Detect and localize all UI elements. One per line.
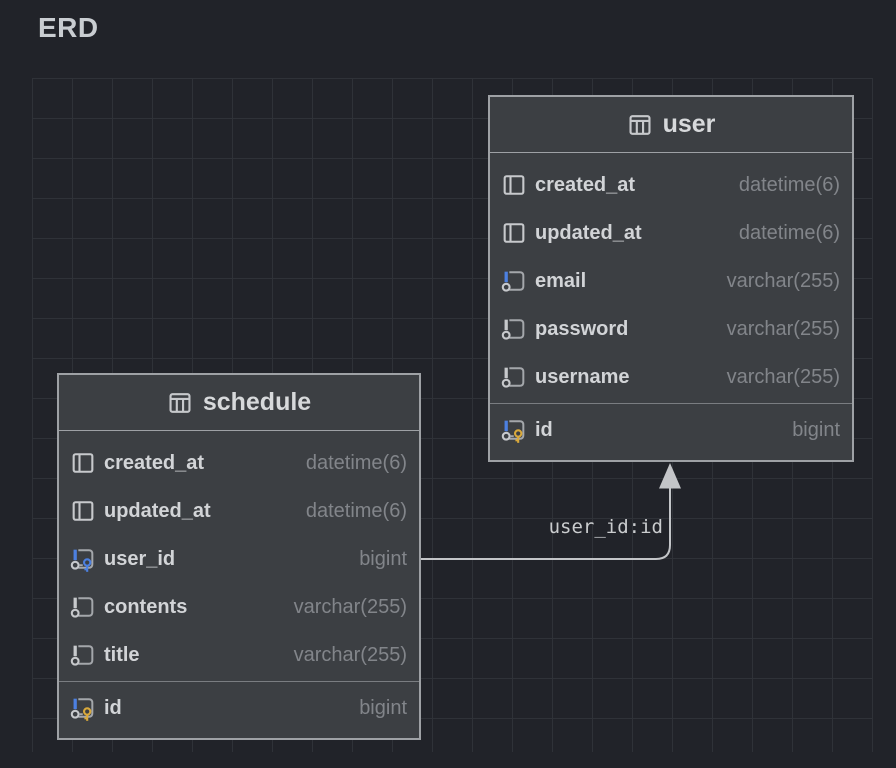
table-row[interactable]: user_id bigint <box>59 535 419 583</box>
table-row[interactable]: created_at datetime(6) <box>490 161 852 209</box>
column-name: updated_at <box>535 221 642 244</box>
table-header-schedule[interactable]: schedule <box>59 375 419 431</box>
column-name: email <box>535 269 587 292</box>
column-type: bigint <box>359 547 407 570</box>
column-name: id <box>104 696 122 719</box>
column-name: user_id <box>104 547 176 570</box>
entity-table-schedule[interactable]: schedule created_at datetime(6) updated_a… <box>57 373 421 740</box>
table-title: user <box>662 110 716 138</box>
column-primary-key-icon <box>70 694 96 722</box>
column-type: varchar(255) <box>293 595 407 618</box>
page-title: ERD <box>38 12 99 43</box>
column-icon <box>501 171 527 199</box>
table-body-user: created_at datetime(6) updated_at datetime… <box>490 153 852 460</box>
table-icon <box>627 112 653 138</box>
entity-table-user[interactable]: user created_at datetime(6) updated_at dat… <box>488 95 854 462</box>
column-name: updated_at <box>104 499 211 522</box>
table-row[interactable]: contents varchar(255) <box>59 583 419 631</box>
column-type: datetime(6) <box>305 451 407 474</box>
column-foreign-key-icon <box>70 545 96 573</box>
table-row[interactable]: created_at datetime(6) <box>59 439 419 487</box>
column-type: datetime(6) <box>305 499 407 522</box>
column-icon <box>70 497 96 525</box>
column-type: datetime(6) <box>738 221 840 244</box>
column-index-icon <box>501 363 527 391</box>
column-name: id <box>535 418 553 441</box>
table-body-schedule: created_at datetime(6) updated_at datetime… <box>59 431 419 738</box>
table-icon <box>167 390 193 416</box>
column-index-icon <box>70 593 96 621</box>
column-type: varchar(255) <box>293 643 407 666</box>
table-row[interactable]: updated_at datetime(6) <box>490 209 852 257</box>
column-type: datetime(6) <box>738 173 840 196</box>
table-title: schedule <box>202 388 312 416</box>
table-row[interactable]: password varchar(255) <box>490 305 852 353</box>
table-row[interactable]: username varchar(255) <box>490 353 852 401</box>
column-name: username <box>535 365 630 388</box>
column-icon <box>70 449 96 477</box>
table-row[interactable]: id bigint <box>59 684 419 732</box>
column-name: title <box>104 643 140 666</box>
column-name: password <box>535 317 629 340</box>
column-type: varchar(255) <box>726 269 840 292</box>
column-type: bigint <box>792 418 840 441</box>
column-index-icon <box>70 641 96 669</box>
column-type: varchar(255) <box>726 317 840 340</box>
row-separator <box>59 681 419 682</box>
table-row[interactable]: email varchar(255) <box>490 257 852 305</box>
row-separator <box>490 403 852 404</box>
table-row[interactable]: updated_at datetime(6) <box>59 487 419 535</box>
column-index-icon <box>501 315 527 343</box>
relationship-label: user_id:id <box>548 516 663 538</box>
column-name: created_at <box>104 451 205 474</box>
column-primary-key-icon <box>501 416 527 444</box>
column-type: varchar(255) <box>726 365 840 388</box>
table-header-user[interactable]: user <box>490 97 852 153</box>
column-name: contents <box>104 595 188 618</box>
column-type: bigint <box>359 696 407 719</box>
column-name: created_at <box>535 173 636 196</box>
table-row[interactable]: title varchar(255) <box>59 631 419 679</box>
column-index-blue-icon <box>501 267 527 295</box>
table-row[interactable]: id bigint <box>490 406 852 454</box>
column-icon <box>501 219 527 247</box>
